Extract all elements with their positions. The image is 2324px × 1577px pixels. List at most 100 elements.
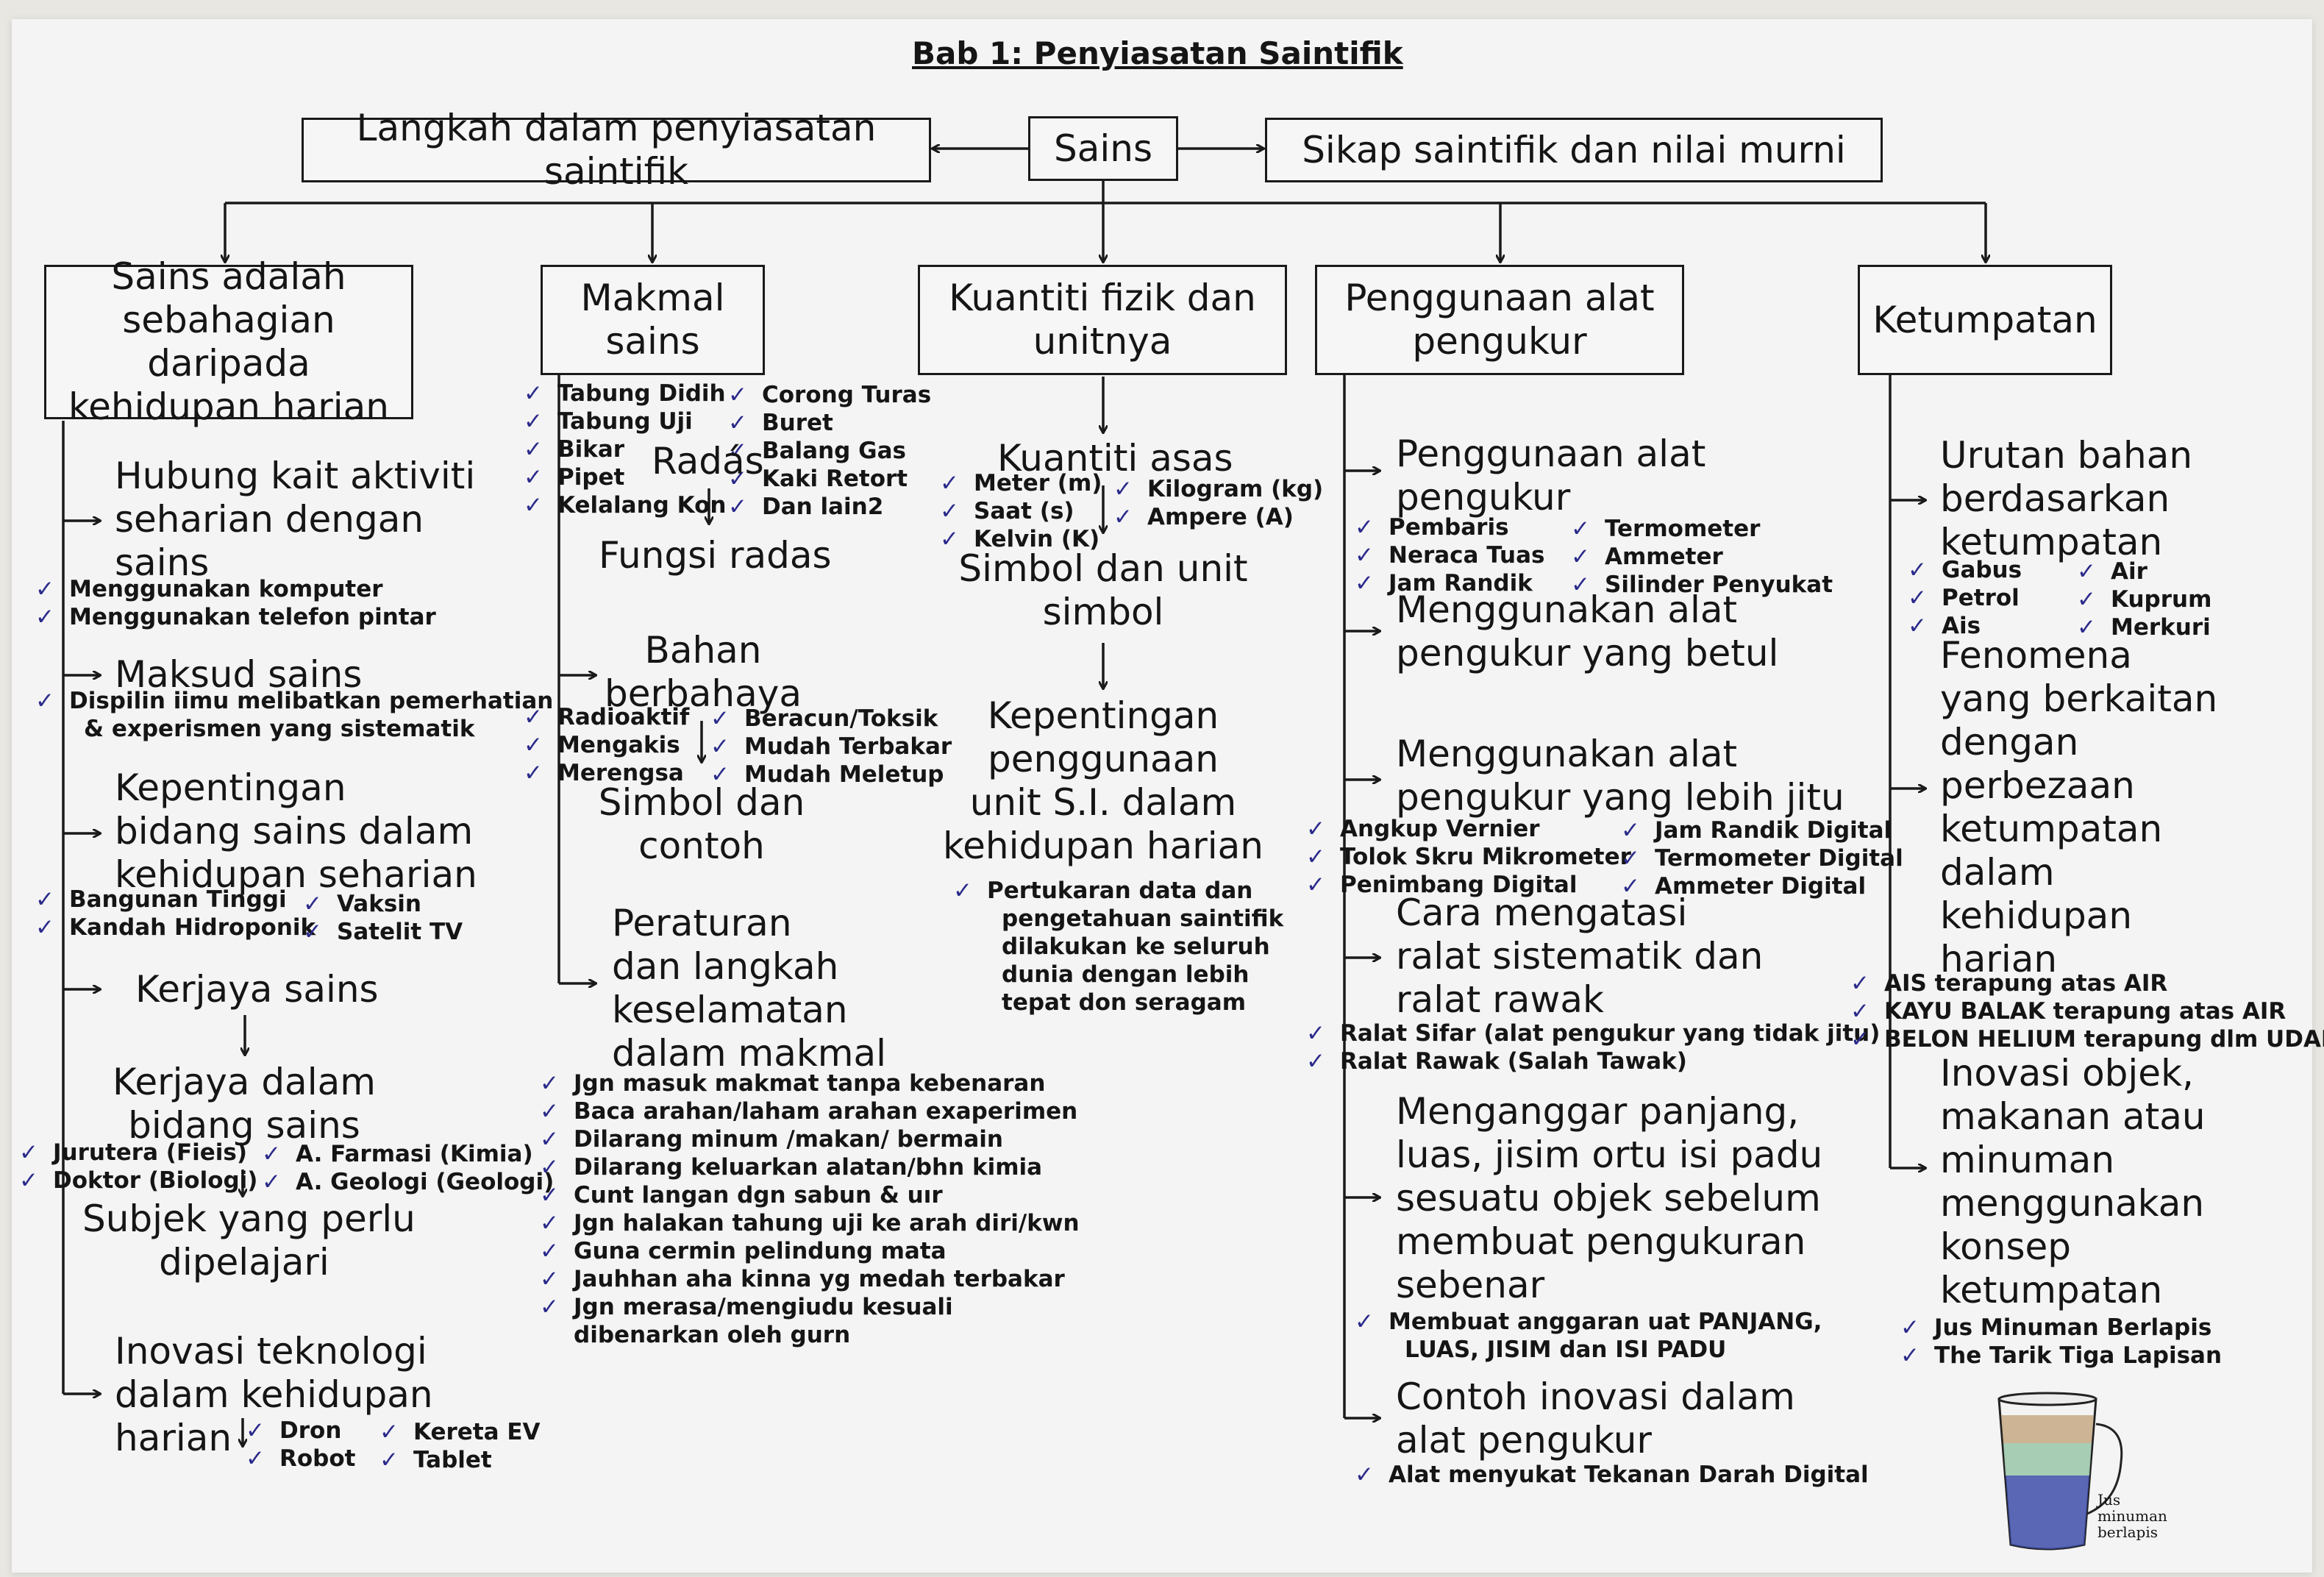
list-item: ✓Jgn merasa/mengiudu kesuali xyxy=(540,1293,953,1321)
heading-line: konsep xyxy=(1940,1225,2072,1268)
box-line: kehidupan harian xyxy=(68,385,389,428)
item-text: Ammeter xyxy=(1605,544,1723,570)
list-item: ✓Tolok Skru Mikrometer xyxy=(1306,843,1631,871)
item-text: Kandah Hidroponik xyxy=(69,914,316,941)
item-text: Doktor (Biologi) xyxy=(53,1167,258,1194)
item-text: Pipet xyxy=(557,464,625,491)
item-text: Kuprum xyxy=(2111,586,2212,613)
heading-line: alat pengukur xyxy=(1396,1419,1652,1462)
list-item: ✓Termometer xyxy=(1571,515,1760,543)
item-text: Beracun/Toksik xyxy=(744,705,938,732)
item-text: Jus Minuman Berlapis xyxy=(1934,1314,2212,1341)
check-icon: ✓ xyxy=(1355,1309,1374,1335)
heading-line: sains xyxy=(115,541,210,584)
c1-kepentingan: Kepentingan bidang sains dalam kehidupan… xyxy=(115,766,477,897)
note-line: dilakukan ke seluruh xyxy=(1002,933,1270,960)
item-text: Kilogram (kg) xyxy=(1147,476,1324,502)
check-icon: ✓ xyxy=(524,464,543,491)
heading-line: Subjek yang perlu xyxy=(82,1197,416,1240)
check-icon: ✓ xyxy=(246,1417,265,1444)
item-text: Buret xyxy=(762,410,833,436)
box-line: sebahagian daripada xyxy=(122,299,335,385)
list-item: ✓Beracun/Toksik xyxy=(710,705,938,733)
list-item: ✓Kaki Retort xyxy=(728,465,908,493)
item-text: Tabung Uji xyxy=(557,408,693,435)
list-item: ✓Jus Minuman Berlapis xyxy=(1900,1314,2211,1342)
item-text-continued: & experismen yang sistematik xyxy=(84,716,475,742)
item-text: Merengsa xyxy=(557,760,684,786)
box-sains-kehidupan: Sains adalah sebahagian daripada kehidup… xyxy=(44,255,413,428)
drawing-label-line: berlapis xyxy=(2097,1523,2158,1541)
item-text: Termometer Digital xyxy=(1655,845,1903,872)
page-title: Bab 1: Penyiasatan Saintifik xyxy=(912,35,1403,71)
item-text: Bangunan Tinggi xyxy=(69,886,287,913)
heading-line: penggunaan xyxy=(987,738,1219,780)
heading-line: Contoh inovasi dalam xyxy=(1396,1375,1795,1418)
c3-kepentingan: Kepentingan penggunaan unit S.I. dalam k… xyxy=(934,694,1272,868)
heading-line: makanan atau xyxy=(1940,1095,2206,1138)
check-icon: ✓ xyxy=(1306,844,1325,870)
item-text: Ralat Rawak (Salah Tawak) xyxy=(1340,1048,1687,1075)
heading-line: dipelajari xyxy=(159,1241,329,1284)
list-item: ✓Pembaris xyxy=(1355,513,1509,541)
item-text: Neraca Tuas xyxy=(1389,542,1545,569)
item-text: Tablet xyxy=(413,1447,492,1473)
item-text: Jgn merasa/mengiudu kesuali xyxy=(574,1294,953,1320)
item-text: Jauhhan aha kinna yg medah terbakar xyxy=(574,1266,1065,1292)
list-item: ✓Guna cermin pelindung mata xyxy=(540,1237,947,1265)
check-icon: ✓ xyxy=(1113,504,1133,530)
item-text: Menggunakan komputer xyxy=(69,576,383,602)
check-icon: ✓ xyxy=(524,436,543,463)
c4-cara-mengatasi: Cara mengatasi ralat sistematik dan rala… xyxy=(1396,891,1763,1022)
list-item: ✓KAYU BALAK terapung atas AIR xyxy=(1850,997,2286,1025)
box-makmal: Makmal sains xyxy=(541,265,765,375)
check-icon: ✓ xyxy=(1850,998,1869,1025)
list-item: ✓AIS terapung atas AIR xyxy=(1850,969,2167,997)
item-text: Kelvin (K) xyxy=(974,526,1100,552)
check-icon: ✓ xyxy=(1306,816,1325,842)
list-item: ✓Bikar xyxy=(524,435,624,463)
check-icon: ✓ xyxy=(524,704,543,730)
check-icon: ✓ xyxy=(710,733,730,760)
list-item: ✓Robot xyxy=(246,1445,355,1473)
item-text: Gabus xyxy=(1942,557,2022,583)
c2-simbol-contoh: Simbol dan contoh xyxy=(591,781,812,868)
heading-line: ketumpatan xyxy=(1940,1269,2163,1311)
check-icon: ✓ xyxy=(1355,570,1374,597)
note-line: tepat don seragam xyxy=(1002,989,1247,1016)
item-text: Menggunakan telefon pintar xyxy=(69,604,436,630)
list-item: ✓Cunt langan dgn sabun & uır xyxy=(540,1181,943,1209)
box-line: sains xyxy=(605,320,700,363)
heading-line: dalam xyxy=(1940,851,2055,894)
heading-line: keselamatan xyxy=(612,989,848,1031)
check-icon: ✓ xyxy=(262,1141,281,1167)
c1-inovasi: Inovasi teknologi dalam kehidupan harian xyxy=(115,1330,433,1460)
list-item: ✓Kandah Hidroponik xyxy=(35,914,316,941)
check-icon: ✓ xyxy=(524,408,543,435)
c4-contoh-inovasi: Contoh inovasi dalam alat pengukur xyxy=(1396,1375,1795,1462)
check-icon: ✓ xyxy=(35,576,54,602)
box-line: Sains adalah xyxy=(111,255,346,298)
check-icon: ✓ xyxy=(2077,586,2096,613)
item-text: Radioaktif xyxy=(557,704,690,730)
c2-radas: Radás xyxy=(652,440,764,483)
list-item: ✓Ammeter Digital xyxy=(1621,872,1866,900)
box-line: Makmal xyxy=(580,277,725,319)
check-icon: ✓ xyxy=(1850,970,1869,997)
list-item: ✓Dron xyxy=(246,1417,341,1445)
heading-line: Hubung kait aktiviti xyxy=(115,455,476,497)
heading-line: Menganggar panjang, xyxy=(1396,1090,1800,1133)
item-text: Tabung Didih xyxy=(557,380,726,407)
heading-line: Kerjaya dalam xyxy=(113,1061,376,1103)
list-item: ✓Kelalang Kon xyxy=(524,491,727,519)
item-text: Meter (m) xyxy=(974,470,1102,496)
heading-line: Simbol dan unit xyxy=(958,547,1248,590)
heading-line: berdasarkan xyxy=(1940,477,2170,520)
check-icon: ✓ xyxy=(2077,558,2096,585)
list-item: ✓Air xyxy=(2077,558,2147,585)
heading-line: bidang sains dalam xyxy=(115,810,474,852)
drawing-label-line: minuman xyxy=(2097,1507,2167,1525)
list-item: ✓Jgn halakan tahung uji ke arah diri/kwn xyxy=(540,1209,1080,1237)
c1-kerjaya-sains: Kerjaya sains xyxy=(135,968,379,1011)
heading-line: minuman xyxy=(1940,1139,2115,1181)
